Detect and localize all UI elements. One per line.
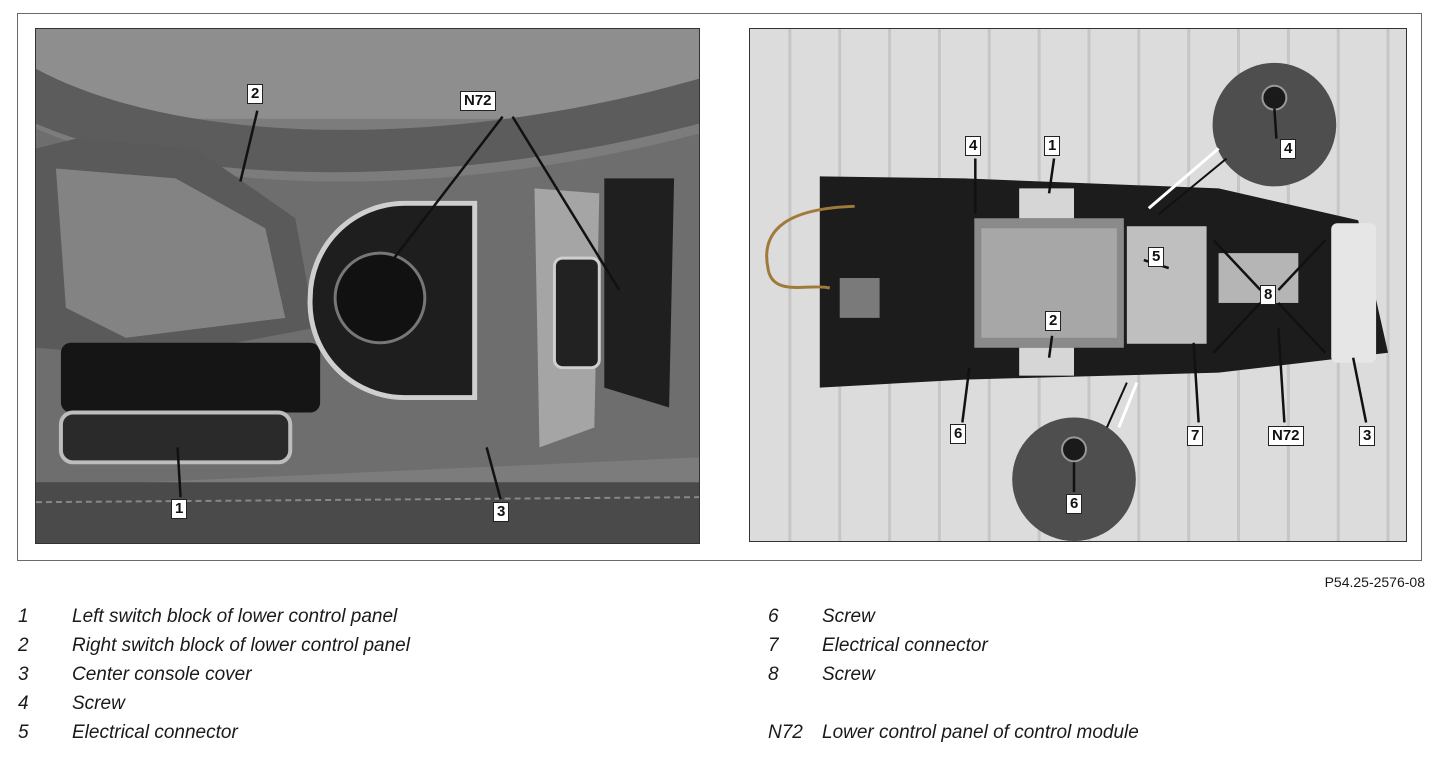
legend-number: 7 <box>768 635 779 656</box>
figure-id: P54.25-2576-08 <box>1324 574 1425 590</box>
callout-1: 1 <box>171 499 188 519</box>
legend-item: 6 Screw <box>768 602 1139 631</box>
legend-item: 5 Electrical connector <box>18 718 410 747</box>
legend-number: 3 <box>18 664 29 685</box>
legend-text: Screw <box>822 606 875 627</box>
callout-6-zoom: 6 <box>1066 494 1083 514</box>
callout-3: 3 <box>493 502 510 522</box>
callout-4-zoom: 4 <box>1280 139 1297 159</box>
callout-4: 4 <box>965 136 982 156</box>
legend-number: N72 <box>768 722 803 743</box>
legend-number: 5 <box>18 722 29 743</box>
legend-item: 4 Screw <box>18 689 410 718</box>
legend-item: 8 Screw <box>768 660 1139 689</box>
left-photo-illustration <box>36 29 699 543</box>
legend-number: 2 <box>18 635 29 656</box>
legend-text: Left switch block of lower control panel <box>72 606 398 627</box>
legend-item: 1 Left switch block of lower control pane… <box>18 602 410 631</box>
legend-text: Lower control panel of control module <box>822 722 1139 743</box>
callout-7: 7 <box>1187 426 1204 446</box>
callout-n72: N72 <box>460 91 496 111</box>
callout-5: 5 <box>1148 247 1165 267</box>
callout-6: 6 <box>950 424 967 444</box>
legend-number: 8 <box>768 664 779 685</box>
legend-left: 1 Left switch block of lower control pane… <box>18 602 410 747</box>
legend-text: Electrical connector <box>822 635 988 656</box>
left-photo-installed-panel: 2 N72 1 3 <box>35 28 700 544</box>
legend-text: Electrical connector <box>72 722 238 743</box>
legend-item: N72 Lower control panel of control module <box>768 718 1139 747</box>
legend-text: Center console cover <box>72 664 252 685</box>
legend-text: Right switch block of lower control pane… <box>72 635 410 656</box>
legend-item: 7 Electrical connector <box>768 631 1139 660</box>
right-photo-removed-panel: 4 1 4 5 8 2 6 7 N72 3 6 <box>749 28 1407 542</box>
legend-number: 1 <box>18 606 29 627</box>
legend-number: 4 <box>18 693 29 714</box>
callout-1: 1 <box>1044 136 1061 156</box>
legend-number: 6 <box>768 606 779 627</box>
callout-2: 2 <box>1045 311 1062 331</box>
legend-item: 2 Right switch block of lower control pan… <box>18 631 410 660</box>
callout-8: 8 <box>1260 285 1277 305</box>
callout-2: 2 <box>247 84 264 104</box>
legend-item: 3 Center console cover <box>18 660 410 689</box>
legend-text: Screw <box>72 693 125 714</box>
legend-text: Screw <box>822 664 875 685</box>
callout-3: 3 <box>1359 426 1376 446</box>
right-photo-illustration <box>750 29 1406 541</box>
callout-n72: N72 <box>1268 426 1304 446</box>
